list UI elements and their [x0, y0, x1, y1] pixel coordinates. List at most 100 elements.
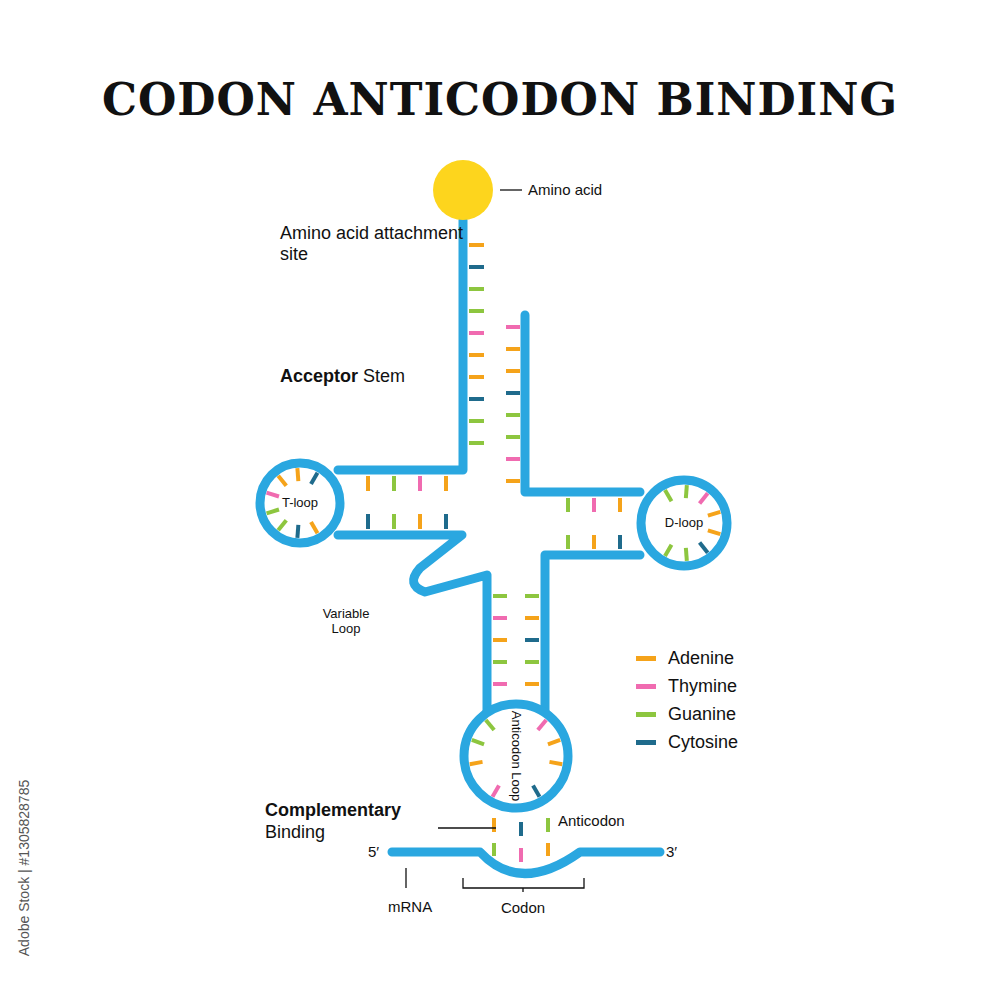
- base-tick: [506, 325, 520, 329]
- base-tick: [493, 616, 507, 620]
- part-label: Binding: [265, 822, 325, 843]
- base-tick: [418, 514, 422, 529]
- base-tick: [506, 435, 520, 439]
- base-tick: [506, 369, 520, 373]
- base-tick: [506, 347, 520, 351]
- base-tick: [278, 520, 286, 530]
- base-tick: [366, 476, 370, 491]
- base-tick: [444, 476, 448, 491]
- base-tick: [444, 514, 448, 529]
- base-tick: [592, 535, 596, 549]
- base-tick: [700, 493, 708, 503]
- base-tick: [469, 287, 484, 291]
- base-tick: [525, 660, 539, 664]
- base-tick: [469, 309, 484, 313]
- d-loop-ring: [641, 480, 727, 566]
- base-tick: [295, 468, 300, 481]
- legend-swatch: [636, 740, 656, 745]
- base-tick: [295, 525, 300, 538]
- base-tick: [708, 530, 720, 534]
- base-tick: [469, 243, 484, 247]
- part-label: Codon: [501, 899, 545, 916]
- base-tick: [684, 485, 689, 498]
- legend-text: Thymine: [668, 676, 737, 697]
- anticodon-loop-ring: [464, 704, 568, 808]
- acceptor-left-strand: [338, 220, 463, 470]
- base-tick: [311, 473, 318, 484]
- anticodon-right-strand: [545, 555, 640, 712]
- base-tick: [392, 514, 396, 529]
- legend-text: Cytosine: [668, 732, 738, 753]
- leader-lines: [406, 190, 584, 892]
- legend-swatch: [636, 656, 656, 661]
- mrna-strand: [392, 852, 660, 874]
- legend-text: Guanine: [668, 704, 736, 725]
- base-tick: [267, 493, 279, 497]
- base-tick: [549, 762, 562, 764]
- base-tick: [708, 512, 720, 516]
- base-tick: [665, 545, 672, 556]
- base-tick: [700, 543, 708, 553]
- base-tick: [493, 785, 500, 796]
- base-tick: [469, 331, 484, 335]
- watermark: Adobe Stock | #1305828785: [16, 780, 32, 956]
- base-tick: [492, 818, 496, 832]
- base-tick: [506, 457, 520, 461]
- end-label: 5′: [368, 843, 379, 860]
- base-tick: [492, 843, 496, 856]
- part-label: Variable Loop: [311, 607, 381, 637]
- base-tick: [566, 498, 570, 512]
- base-tick: [618, 498, 622, 512]
- legend-swatch: [636, 684, 656, 689]
- base-tick: [538, 720, 546, 730]
- legend-text: Adenine: [668, 648, 734, 669]
- amino-acid-circle: [433, 160, 493, 220]
- base-tick: [469, 353, 484, 357]
- base-tick: [469, 397, 484, 401]
- end-label: 3′: [666, 843, 677, 860]
- base-tick: [519, 822, 523, 836]
- title: CODON ANTICODON BINDING: [102, 75, 898, 126]
- part-label: Anticodon Loop: [509, 711, 524, 801]
- base-tick: [566, 535, 570, 549]
- part-label: Amino acid: [528, 181, 602, 198]
- base-tick: [525, 594, 539, 598]
- base-tick: [506, 413, 520, 417]
- base-tick: [519, 848, 523, 862]
- part-label: Amino acid attachment site: [280, 223, 470, 264]
- base-tick: [525, 682, 539, 686]
- base-tick: [493, 682, 507, 686]
- base-tick: [493, 594, 507, 598]
- base-tick: [506, 391, 520, 395]
- base-tick: [469, 419, 484, 423]
- legend-swatch: [636, 712, 656, 717]
- base-tick: [533, 785, 540, 796]
- base-tick: [618, 535, 622, 549]
- base-tick: [418, 476, 422, 491]
- acceptor-right-strand: [525, 315, 640, 492]
- base-tick: [546, 818, 550, 832]
- part-label: Anticodon: [558, 812, 625, 829]
- base-tick: [278, 476, 286, 486]
- base-tick: [684, 548, 689, 561]
- base-tick: [470, 762, 483, 764]
- base-tick: [548, 740, 560, 744]
- part-label: mRNA: [388, 898, 432, 915]
- base-tick: [469, 441, 484, 445]
- base-tick: [366, 514, 370, 529]
- base-tick: [267, 509, 279, 513]
- base-tick: [525, 638, 539, 642]
- base-tick: [493, 638, 507, 642]
- trna-backbone: [260, 220, 727, 874]
- base-tick: [311, 522, 318, 533]
- base-tick: [546, 843, 550, 856]
- base-tick: [592, 498, 596, 512]
- base-tick: [525, 616, 539, 620]
- part-label: Complementary: [265, 800, 401, 821]
- part-label: D-loop: [665, 516, 703, 531]
- part-label: Acceptor: [280, 366, 358, 387]
- base-tick: [472, 740, 484, 744]
- part-label: Stem: [363, 366, 405, 387]
- base-tick: [486, 720, 494, 730]
